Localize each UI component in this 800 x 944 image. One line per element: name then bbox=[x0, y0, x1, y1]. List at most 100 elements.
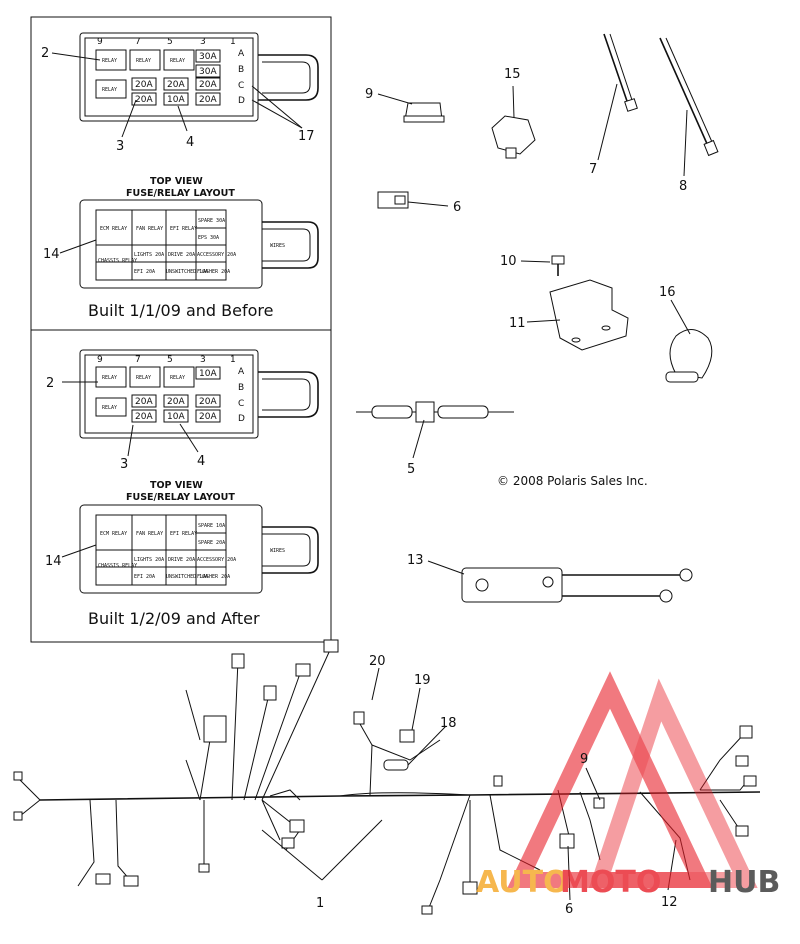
layout-cell: ECM RELAY bbox=[100, 531, 127, 537]
fuse-label: 30A bbox=[199, 52, 217, 62]
fuse-label: 10A bbox=[167, 412, 185, 422]
callout-13: 13 bbox=[407, 553, 424, 568]
callout-6: 6 bbox=[453, 200, 461, 215]
callout-5: 5 bbox=[407, 462, 415, 477]
layout-cell: LIGHTS 20A bbox=[134, 557, 164, 563]
part-15-sensor bbox=[491, 85, 536, 159]
part-5-inline-fuse-holder bbox=[356, 401, 514, 459]
slot-number-5: 5 bbox=[167, 355, 173, 365]
callout-3: 3 bbox=[120, 457, 128, 472]
callout-12: 12 bbox=[661, 895, 678, 910]
layout-cell: EFI 20A bbox=[134, 574, 155, 580]
callout-2: 2 bbox=[46, 376, 54, 391]
callout-4: 4 bbox=[197, 454, 205, 469]
layout-cell: EPS 30A bbox=[198, 235, 219, 241]
fuse-label: 20A bbox=[167, 397, 185, 407]
part-6-connector bbox=[377, 191, 449, 209]
relay-label: RELAY bbox=[102, 87, 117, 93]
fuse-label: 20A bbox=[199, 397, 217, 407]
callout-9: 9 bbox=[580, 752, 588, 767]
fuse-label: 20A bbox=[135, 412, 153, 422]
fuse-label: 10A bbox=[199, 369, 217, 379]
slot-number-3: 3 bbox=[200, 37, 206, 47]
callout-20: 20 bbox=[369, 654, 386, 669]
callout-16: 16 bbox=[659, 285, 676, 300]
callout-19: 19 bbox=[414, 673, 431, 688]
row-letter-b: B bbox=[238, 65, 244, 75]
relay-label: RELAY bbox=[136, 375, 151, 381]
wires-label: WIRES bbox=[270, 243, 285, 249]
watermark-triangle-right bbox=[588, 678, 758, 888]
relay-label: RELAY bbox=[102, 405, 117, 411]
fuse-box-leaders bbox=[51, 52, 303, 558]
layout-cell: UNSWITCHED 10A bbox=[166, 574, 208, 580]
fuse-layout-panel-2: TOP VIEW FUSE/RELAY LAYOUT ECM RELAY FAN… bbox=[79, 480, 319, 628]
row-letter-a: A bbox=[238, 49, 245, 59]
layout-cell: FLASHER 20A bbox=[197, 574, 230, 580]
layout-cell: CHASSIS RELAY bbox=[98, 563, 137, 569]
fuse-box-panel-2: 9 7 5 3 1 RELAY RELAY RELAY RELAY 10A 20… bbox=[79, 349, 319, 439]
fuse-layout-panel-1: TOP VIEW FUSE/RELAY LAYOUT ECM RELAY FAN… bbox=[79, 176, 319, 320]
callout-9: 9 bbox=[365, 87, 373, 102]
callout-numbers: 2 3 4 17 14 2 3 4 14 9 15 6 7 8 10 11 16… bbox=[41, 46, 687, 917]
copyright-text: © 2008 Polaris Sales Inc. bbox=[497, 474, 648, 488]
part-13-ground-strap bbox=[427, 560, 693, 603]
fuse-label: 10A bbox=[167, 95, 185, 105]
layout-cell: EFI RELAY bbox=[170, 226, 197, 232]
layout-cell: FLASHER 20A bbox=[197, 269, 230, 275]
watermark-text-hub: HUB bbox=[708, 865, 780, 900]
slot-number-9: 9 bbox=[97, 355, 103, 365]
callout-17: 17 bbox=[298, 129, 315, 144]
callout-1: 1 bbox=[316, 896, 324, 911]
layout-cell: ACCESSORY 20A bbox=[197, 252, 236, 258]
callout-3: 3 bbox=[116, 139, 124, 154]
slot-number-5: 5 bbox=[167, 37, 173, 47]
callout-10: 10 bbox=[500, 254, 517, 269]
slot-number-7: 7 bbox=[135, 355, 141, 365]
relay-label: RELAY bbox=[170, 375, 185, 381]
callout-15: 15 bbox=[504, 67, 521, 82]
relay-label: RELAY bbox=[102, 58, 117, 64]
fuse-label: 30A bbox=[199, 67, 217, 77]
row-letter-d: D bbox=[238, 414, 245, 424]
relay-label: RELAY bbox=[136, 58, 151, 64]
slot-number-1: 1 bbox=[230, 37, 236, 47]
layout-cell: EFI 20A bbox=[134, 269, 155, 275]
callout-8: 8 bbox=[679, 179, 687, 194]
part-10-bolt bbox=[520, 255, 565, 276]
watermark-text-moto: MOTO bbox=[560, 865, 661, 900]
fuse-box-panel-1: 9 7 5 3 1 RELAY RELAY RELAY RELAY 30A 30… bbox=[79, 32, 319, 122]
fuse-relay-layout-title: FUSE/RELAY LAYOUT bbox=[126, 492, 235, 503]
top-view-title: TOP VIEW bbox=[150, 480, 203, 491]
layout-cell: DRIVE 20A bbox=[168, 252, 195, 258]
fuse-relay-layout-title: FUSE/RELAY LAYOUT bbox=[126, 188, 235, 199]
layout-cell: SPARE 20A bbox=[198, 540, 225, 546]
layout-cell: LIGHTS 20A bbox=[134, 252, 164, 258]
built-caption: Built 1/2/09 and After bbox=[88, 609, 260, 628]
part-9-connector-cap bbox=[377, 93, 445, 123]
layout-cell: EFI RELAY bbox=[170, 531, 197, 537]
callout-4: 4 bbox=[186, 135, 194, 150]
fuse-label: 20A bbox=[199, 412, 217, 422]
top-view-title: TOP VIEW bbox=[150, 176, 203, 187]
fuse-label: 20A bbox=[199, 95, 217, 105]
part-16-clamp bbox=[665, 299, 713, 383]
row-letter-b: B bbox=[238, 383, 244, 393]
slot-number-1: 1 bbox=[230, 355, 236, 365]
callout-14: 14 bbox=[45, 554, 62, 569]
callout-11: 11 bbox=[509, 316, 526, 331]
fuse-label: 20A bbox=[135, 397, 153, 407]
layout-cell: ACCESSORY 20A bbox=[197, 557, 236, 563]
fuse-label: 20A bbox=[135, 95, 153, 105]
row-letter-c: C bbox=[238, 81, 244, 91]
fuse-label: 20A bbox=[135, 80, 153, 90]
relay-label: RELAY bbox=[170, 58, 185, 64]
callout-7: 7 bbox=[589, 162, 597, 177]
fuse-box-frame bbox=[30, 16, 332, 643]
layout-cell: SPARE 30A bbox=[198, 218, 225, 224]
slot-number-9: 9 bbox=[97, 37, 103, 47]
row-letter-d: D bbox=[238, 96, 245, 106]
layout-cell: DRIVE 20A bbox=[168, 557, 195, 563]
automotohub-watermark-logo: AUTO MOTO HUB bbox=[476, 671, 780, 900]
